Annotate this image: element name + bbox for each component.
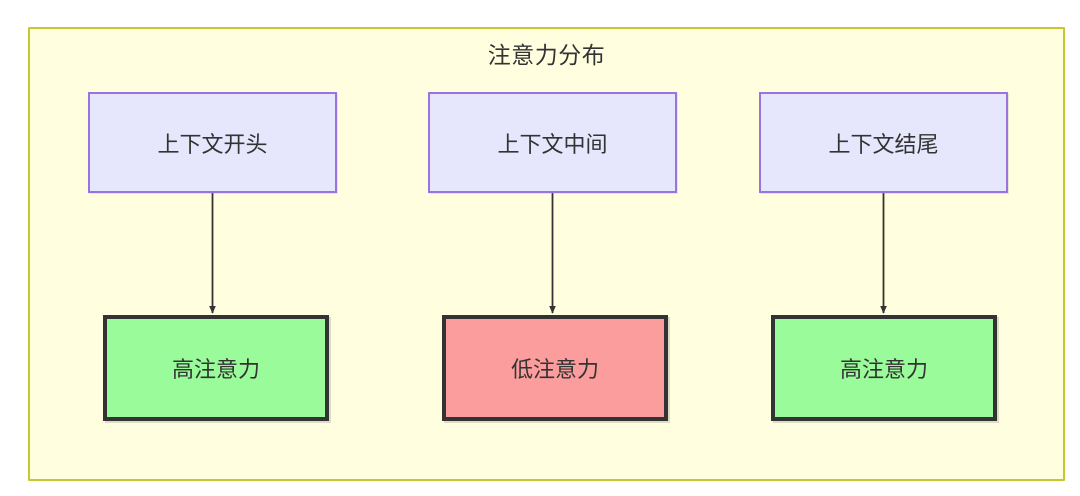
node-ctx-end[interactable]: 上下文结尾 [759, 92, 1008, 193]
node-attn-high-start[interactable]: 高注意力 [103, 315, 329, 421]
node-attn-high-end[interactable]: 高注意力 [771, 315, 997, 421]
node-attn-low-middle[interactable]: 低注意力 [442, 315, 668, 421]
node-ctx-middle[interactable]: 上下文中间 [428, 92, 677, 193]
diagram-title: 注意力分布 [487, 42, 606, 68]
node-ctx-start[interactable]: 上下文开头 [88, 92, 337, 193]
